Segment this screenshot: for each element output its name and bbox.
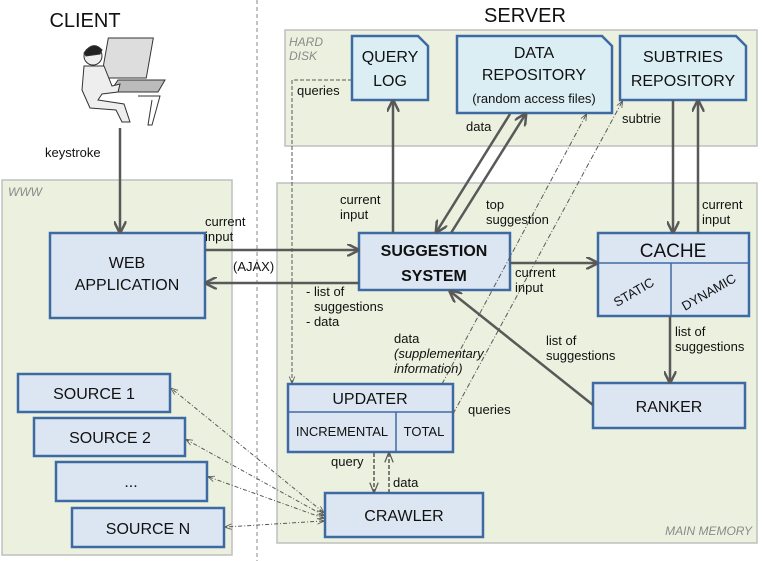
web-application-node[interactable]: WEB APPLICATION (48, 231, 207, 320)
ss-line-1: SUGGESTION (381, 243, 488, 260)
querylog-queries-label: queries (297, 83, 340, 98)
ranker-node[interactable]: RANKER (591, 381, 747, 430)
www-label: WWW (8, 185, 44, 199)
crawler-source-n-arrow (226, 521, 323, 527)
ss-to-webapp-2: suggestions (314, 299, 384, 314)
ss-cache-1: current (515, 265, 556, 280)
source-ellipsis-label: ... (124, 474, 137, 491)
query-log-node[interactable]: QUERY LOG (350, 34, 430, 102)
source-n-node[interactable]: SOURCE N (70, 506, 226, 549)
cache-title: CACHE (640, 241, 707, 262)
supplementary-2: (supplementary (394, 346, 485, 361)
ranker-ss-1: list of (546, 333, 577, 348)
updater-to-subtries-arrow (452, 102, 622, 415)
source-n-label: SOURCE N (106, 521, 190, 538)
crawler-data-label: data (393, 475, 419, 490)
ajax-label: (AJAX) (233, 259, 274, 274)
cache-node[interactable]: CACHE STATIC DYNAMIC (596, 231, 751, 318)
query-log-line-1: QUERY (362, 49, 419, 66)
user-at-computer-icon (81, 37, 166, 126)
crawler-source-2-arrow (187, 440, 323, 515)
cache-current-input-2: input (702, 212, 731, 227)
supplementary-3: information) (394, 361, 463, 376)
data-repository-line-2: REPOSITORY (482, 67, 587, 84)
data-repository-node[interactable]: DATA REPOSITORY (random access files) (455, 34, 614, 115)
edge-labels: keystroke current input (AJAX) - list of… (45, 83, 745, 490)
source-2-node[interactable]: SOURCE 2 (32, 416, 187, 458)
crawler-label: CRAWLER (364, 508, 443, 525)
web-app-line-1: WEB (109, 255, 145, 272)
webapp-current-input-1: current (205, 214, 246, 229)
data-repository-line-1: DATA (514, 45, 555, 62)
subtries-line-1: SUBTRIES (643, 49, 723, 66)
hard-disk-label-1: HARD (289, 35, 323, 49)
ss-to-webapp-1: - list of (306, 284, 345, 299)
ss-querylog-2: input (340, 207, 369, 222)
main-memory-label: MAIN MEMORY (665, 524, 753, 538)
server-heading: SERVER (484, 5, 566, 27)
updater-incremental: INCREMENTAL (296, 424, 388, 439)
ss-to-repo-arrow (449, 115, 525, 234)
hard-disk-label-2: DISK (289, 49, 318, 63)
crawler-source-1-arrow (172, 389, 323, 512)
query-label: query (331, 454, 364, 469)
ss-querylog-1: current (340, 192, 381, 207)
updater-to-repo-arrow (441, 115, 586, 385)
dashed-arrows (172, 79, 622, 527)
webapp-current-input-2: input (205, 229, 234, 244)
cache-ranker-1: list of (675, 324, 706, 339)
subtries-repository-node[interactable]: SUBTRIES REPOSITORY (618, 34, 748, 102)
ranker-to-ss-arrow (451, 292, 594, 406)
ss-line-2: SYSTEM (401, 268, 467, 285)
top-suggestion-1: top (486, 197, 504, 212)
top-suggestion-2: suggestion (486, 212, 549, 227)
subtries-line-2: REPOSITORY (631, 73, 736, 90)
supplementary-1: data (394, 331, 420, 346)
crawler-node[interactable]: CRAWLER (323, 491, 485, 539)
suggestion-system-node[interactable]: SUGGESTION SYSTEM (357, 231, 512, 292)
cache-ranker-2: suggestions (675, 339, 745, 354)
updater-node[interactable]: UPDATER INCREMENTAL TOTAL (286, 382, 455, 454)
ranker-label: RANKER (636, 399, 703, 416)
cache-current-input-1: current (702, 197, 743, 212)
updater-queries-label: queries (468, 402, 511, 417)
source-1-label: SOURCE 1 (53, 386, 135, 403)
querylog-to-updater-arrow (292, 79, 352, 382)
updater-title: UPDATER (332, 391, 407, 408)
data-repository-line-3: (random access files) (472, 91, 596, 106)
subtrie-label: subtrie (622, 111, 661, 126)
repo-data-label: data (466, 119, 492, 134)
client-heading: CLIENT (49, 10, 120, 32)
source-ellipsis-node[interactable]: ... (54, 460, 209, 503)
source-1-node[interactable]: SOURCE 1 (16, 372, 172, 414)
repo-to-ss-arrow (437, 113, 512, 231)
query-log-line-2: LOG (373, 73, 407, 90)
keystroke-label: keystroke (45, 145, 101, 160)
ss-cache-2: input (515, 280, 544, 295)
ss-to-webapp-3: - data (306, 314, 340, 329)
ranker-ss-2: suggestions (546, 348, 616, 363)
web-app-line-2: APPLICATION (75, 277, 180, 294)
updater-total: TOTAL (404, 424, 445, 439)
solid-arrows (120, 100, 698, 406)
crawler-source-ellipsis-arrow (209, 477, 323, 518)
source-2-label: SOURCE 2 (69, 430, 151, 447)
